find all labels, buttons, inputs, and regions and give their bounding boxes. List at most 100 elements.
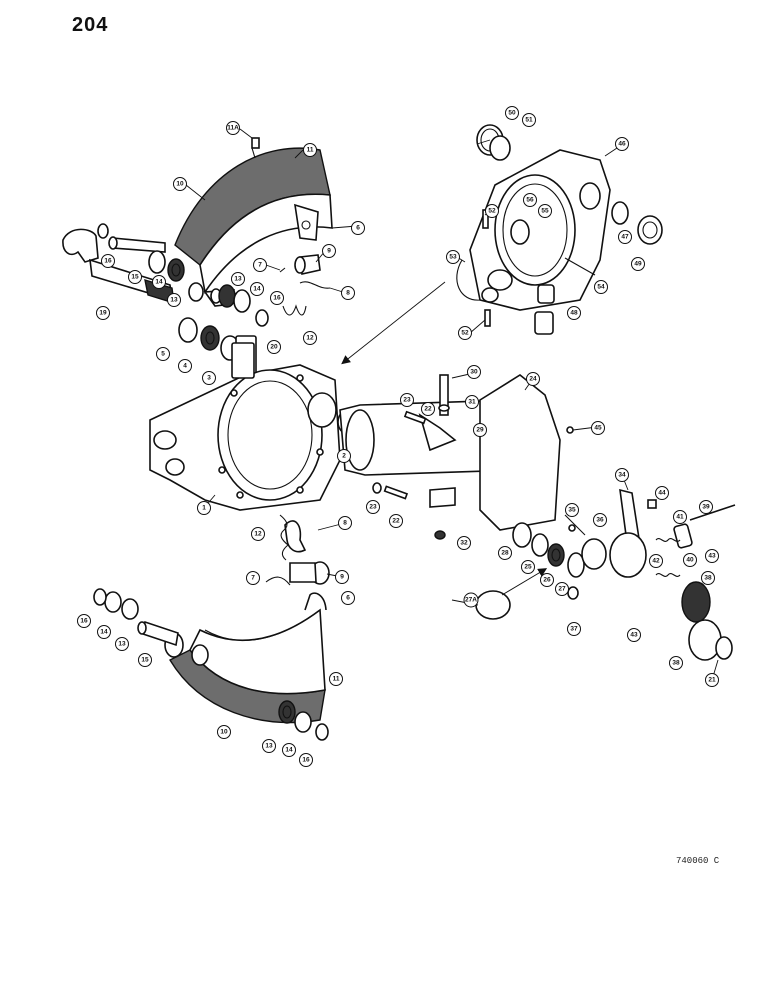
callout: 25: [521, 560, 535, 574]
brake-housing: [149, 342, 359, 511]
svg-text:44: 44: [658, 490, 666, 497]
callout: 30: [467, 365, 481, 379]
callout: 7: [246, 571, 260, 585]
callout: 52: [485, 204, 499, 218]
callout: 7: [253, 258, 267, 272]
callout: 9: [335, 570, 349, 584]
svg-text:9: 9: [340, 574, 344, 581]
svg-text:28: 28: [501, 550, 509, 557]
svg-text:49: 49: [634, 261, 642, 268]
svg-text:1: 1: [202, 505, 206, 512]
callout: 23: [366, 500, 380, 514]
callout: 23: [400, 393, 414, 407]
svg-text:45: 45: [594, 425, 602, 432]
svg-text:13: 13: [170, 297, 178, 304]
svg-text:46: 46: [618, 141, 626, 148]
callout: 19: [96, 306, 110, 320]
upper-right-spider-plate: [341, 124, 663, 365]
callout: 8: [341, 286, 355, 300]
svg-text:15: 15: [141, 657, 149, 664]
svg-text:11A: 11A: [227, 125, 239, 132]
svg-text:26: 26: [543, 577, 551, 584]
svg-text:52: 52: [461, 330, 469, 337]
svg-text:23: 23: [369, 504, 377, 511]
svg-text:9: 9: [327, 248, 331, 255]
svg-text:22: 22: [424, 406, 432, 413]
svg-text:16: 16: [302, 757, 310, 764]
svg-text:5: 5: [161, 351, 165, 358]
svg-text:16: 16: [273, 295, 281, 302]
svg-text:16: 16: [80, 618, 88, 625]
callout: 11: [329, 672, 343, 686]
svg-text:13: 13: [118, 641, 126, 648]
svg-text:20: 20: [270, 344, 278, 351]
callout: 55: [538, 204, 552, 218]
callout: 24: [526, 372, 540, 386]
callout: 42: [649, 554, 663, 568]
svg-text:14: 14: [253, 286, 261, 293]
callout: 36: [593, 513, 607, 527]
callout: 50: [505, 106, 519, 120]
callout: 14: [250, 282, 264, 296]
svg-text:10: 10: [176, 181, 184, 188]
callout: 8: [338, 516, 352, 530]
callout: 14: [282, 743, 296, 757]
callout: 5: [156, 347, 170, 361]
svg-text:4: 4: [183, 363, 187, 370]
svg-text:14: 14: [100, 629, 108, 636]
callout: 31: [465, 395, 479, 409]
svg-text:37: 37: [570, 626, 578, 633]
callout: 21: [705, 673, 719, 687]
svg-text:7: 7: [258, 262, 262, 269]
svg-text:53: 53: [449, 254, 457, 261]
svg-text:43: 43: [708, 553, 716, 560]
svg-text:41: 41: [676, 514, 684, 521]
callout: 22: [389, 514, 403, 528]
callout: 10: [173, 177, 187, 191]
callout: 46: [615, 137, 629, 151]
callout: 1: [197, 501, 211, 515]
callout: 12: [251, 527, 265, 541]
svg-text:25: 25: [524, 564, 532, 571]
svg-text:14: 14: [155, 279, 163, 286]
callout: 13: [167, 293, 181, 307]
svg-text:50: 50: [508, 110, 516, 117]
svg-text:6: 6: [356, 225, 360, 232]
svg-text:40: 40: [686, 557, 694, 564]
callout: 16: [101, 254, 115, 268]
callout: 10: [217, 725, 231, 739]
svg-text:27A: 27A: [465, 597, 477, 604]
callout: 11A: [226, 121, 240, 135]
callout: 3: [202, 371, 216, 385]
svg-text:11: 11: [307, 147, 314, 154]
svg-text:38: 38: [704, 575, 712, 582]
callout: 16: [77, 614, 91, 628]
callout: 13: [115, 637, 129, 651]
callout: 27A: [463, 592, 479, 608]
svg-text:47: 47: [621, 234, 629, 241]
svg-text:12: 12: [254, 531, 262, 538]
svg-text:23: 23: [403, 397, 411, 404]
callout: 51: [522, 113, 536, 127]
svg-text:8: 8: [346, 290, 350, 297]
svg-text:12: 12: [306, 335, 314, 342]
svg-text:13: 13: [234, 276, 242, 283]
callout: 27: [555, 582, 569, 596]
callout: 34: [615, 468, 629, 482]
svg-text:21: 21: [708, 677, 716, 684]
svg-text:55: 55: [541, 208, 549, 215]
callout: 9: [322, 244, 336, 258]
svg-text:8: 8: [343, 520, 347, 527]
svg-text:39: 39: [702, 504, 710, 511]
svg-text:48: 48: [570, 310, 578, 317]
callout: 39: [699, 500, 713, 514]
callout: 32: [457, 536, 471, 550]
svg-text:15: 15: [131, 274, 139, 281]
svg-text:38: 38: [672, 660, 680, 667]
svg-text:24: 24: [529, 376, 537, 383]
callout: 28: [498, 546, 512, 560]
svg-text:51: 51: [525, 117, 533, 124]
svg-text:36: 36: [596, 517, 604, 524]
svg-text:43: 43: [630, 632, 638, 639]
